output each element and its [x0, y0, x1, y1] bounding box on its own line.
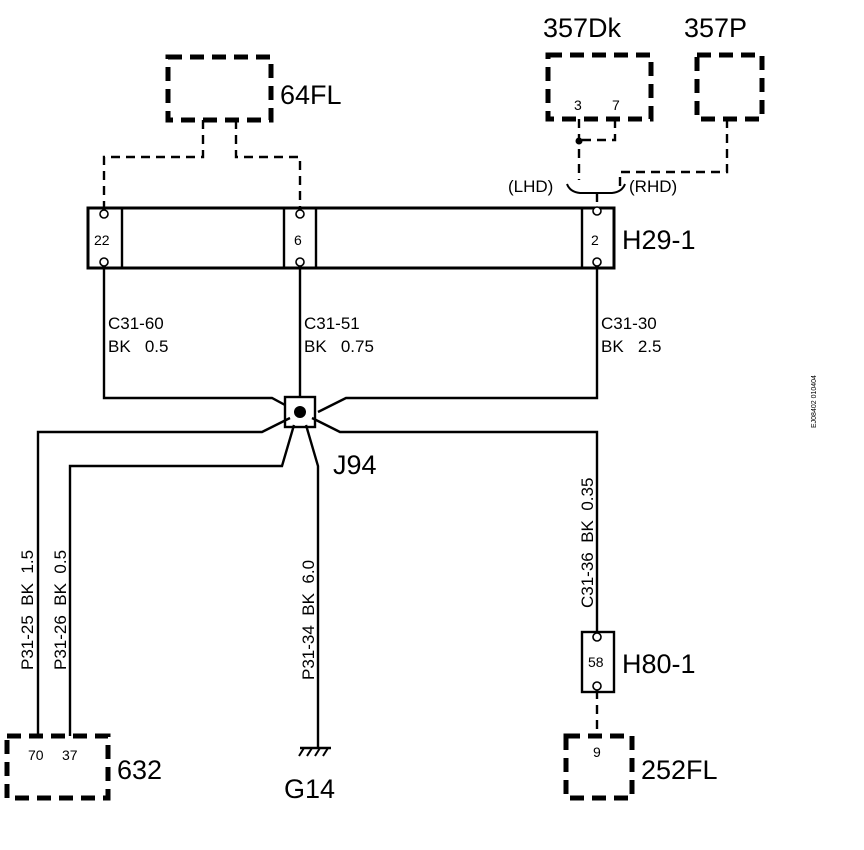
- connector-h29-1-pin-22: 22: [94, 232, 110, 248]
- connector-357dk-pin-3: 3: [574, 97, 582, 113]
- connector-h80-1-label: H80-1: [622, 649, 696, 679]
- wire-64fl-pin22: [102, 120, 205, 208]
- connector-357dk: 357Dk 3 7: [543, 13, 654, 122]
- connector-357dk-label: 357Dk: [543, 13, 622, 43]
- connector-357p: 357P: [684, 13, 765, 122]
- connector-64fl-label: 64FL: [280, 80, 342, 110]
- connector-252fl-pin-9: 9: [593, 744, 601, 760]
- figure-code: EJ08402 010404: [811, 375, 818, 428]
- wire-c31-60-id: C31-60: [108, 314, 164, 333]
- connector-h80-1: 58 H80-1: [580, 630, 696, 694]
- connector-h29-1: 22 6 2 H29-1: [86, 206, 696, 270]
- connector-632: 70 37 632: [4, 733, 162, 801]
- wire-c31-60-spec: BK 0.5: [108, 337, 168, 356]
- option-lhd-label: (LHD): [508, 177, 553, 196]
- connector-252fl-label: 252FL: [641, 755, 718, 785]
- connector-252fl: 9 252FL: [563, 733, 718, 801]
- splice-j94: J94: [283, 395, 377, 480]
- wire-c31-30: [317, 266, 599, 414]
- connector-632-label: 632: [117, 755, 162, 785]
- wire-c31-51-spec: BK 0.75: [304, 337, 374, 356]
- wire-p31-25-label: P31-25 BK 1.5: [18, 550, 37, 670]
- wire-c31-36: [311, 416, 599, 632]
- connector-h29-1-label: H29-1: [622, 225, 696, 255]
- wire-357dk-pin7: [579, 119, 617, 142]
- ground-g14-label: G14: [284, 774, 335, 804]
- ground-g14: G14: [284, 746, 335, 804]
- wire-357p: [618, 119, 729, 190]
- wire-64fl-pin6: [234, 120, 302, 208]
- wire-p31-34: [304, 424, 320, 748]
- wire-p31-26-label: P31-26 BK 0.5: [51, 550, 70, 670]
- connector-632-pin-37: 37: [62, 747, 78, 763]
- option-rhd-label: (RHD): [629, 177, 677, 196]
- splice-j94-label: J94: [333, 450, 377, 480]
- wire-p31-26: [68, 424, 296, 736]
- wire-c31-51-id: C31-51: [304, 314, 360, 333]
- connector-h29-1-pin-2: 2: [591, 232, 599, 248]
- wire-c31-30-spec: BK 2.5: [601, 337, 661, 356]
- connector-64fl: 64FL: [165, 54, 342, 123]
- connector-h80-1-pin-58: 58: [588, 654, 604, 670]
- option-bracket: [566, 183, 626, 194]
- wire-p31-25: [36, 416, 291, 736]
- wire-c31-30-id: C31-30: [601, 314, 657, 333]
- wire-p31-34-label: P31-34 BK 6.0: [299, 560, 318, 680]
- splice-dot-357dk: [575, 137, 583, 145]
- connector-h29-1-pin-6: 6: [294, 232, 302, 248]
- wire-c31-36-label: C31-36 BK 0.35: [578, 478, 597, 608]
- connector-632-pin-70: 70: [28, 747, 44, 763]
- connector-357p-label: 357P: [684, 13, 747, 43]
- connector-357dk-pin-7: 7: [612, 97, 620, 113]
